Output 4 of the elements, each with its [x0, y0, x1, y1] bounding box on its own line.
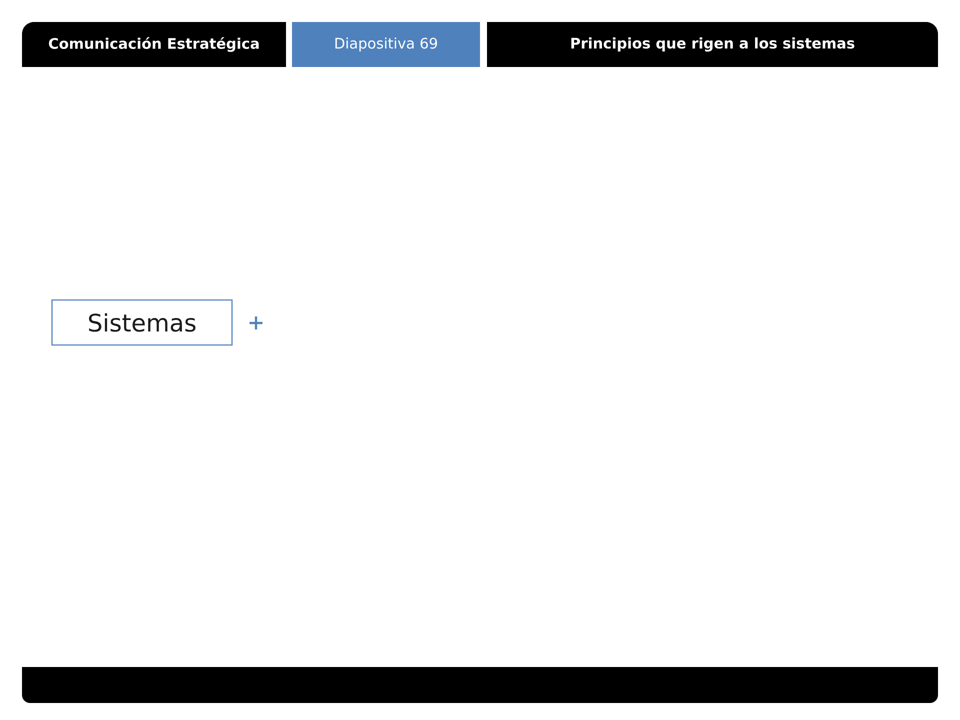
header-tab: Diapositiva 69 [292, 22, 480, 67]
header-tab: Principios que rigen a los sistemas [487, 22, 938, 67]
header-tab: Comunicación Estratégica [22, 22, 286, 67]
topic-box: Sistemas [51, 299, 233, 346]
